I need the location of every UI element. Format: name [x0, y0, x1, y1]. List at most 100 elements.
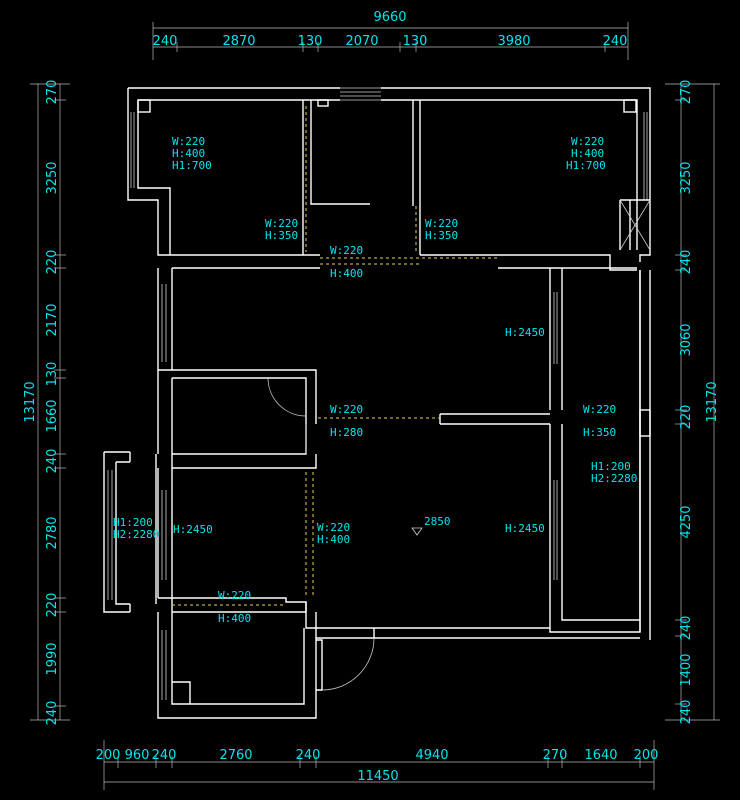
- bottom-room-step: [172, 681, 191, 704]
- right-column: [619, 199, 650, 250]
- right-seg-label: 4250: [679, 505, 694, 538]
- right-seg-label: 1400: [679, 653, 694, 686]
- opening-spec: W:220: [330, 403, 363, 416]
- left-seg-label: 1660: [45, 399, 60, 432]
- column: [639, 409, 651, 437]
- right-seg-label: 3060: [679, 323, 694, 356]
- left-bay: [103, 451, 130, 613]
- mid-horizontal-wall: [439, 413, 550, 425]
- bottom-room-walls: [157, 612, 317, 719]
- bottom-seg-label: 270: [543, 748, 568, 763]
- right-top-window: [643, 112, 648, 200]
- bottom-seg-label: 200: [634, 748, 659, 763]
- left-seg-label: 240: [45, 449, 60, 474]
- door-spec: H:350: [583, 426, 616, 439]
- entry-door-leaf: [316, 639, 323, 691]
- left-mid-window: [161, 284, 167, 362]
- left-bedroom-window: [161, 490, 167, 580]
- top-window: [340, 87, 381, 101]
- right-seg-label: 240: [679, 616, 694, 641]
- inner-wall-top: [138, 99, 638, 250]
- right-total-label: 13170: [705, 381, 720, 422]
- window-spec: H1:700: [566, 159, 606, 172]
- wall-band-top: [170, 254, 637, 271]
- door-spec: W:220: [265, 217, 298, 230]
- right-seg-label: 240: [679, 700, 694, 725]
- right-outer-wall: [639, 270, 651, 640]
- left-bedroom-wall: [157, 468, 173, 598]
- closet-door-swing: [267, 377, 307, 417]
- column: [317, 99, 329, 107]
- top-seg-label: 2070: [345, 34, 378, 49]
- outer-wall-top: [128, 87, 651, 262]
- left-seg-label: 270: [45, 80, 60, 105]
- window-spec: H1:700: [172, 159, 212, 172]
- walls: [103, 87, 651, 719]
- window-height: H:2450: [505, 522, 545, 535]
- left-seg-label: 220: [45, 593, 60, 618]
- left-seg-label: 130: [45, 362, 60, 387]
- left-bay-inner: [129, 452, 157, 612]
- left-seg-label: 3250: [45, 161, 60, 194]
- window-height: H:2450: [505, 326, 545, 339]
- right-interior-windows: [553, 292, 558, 580]
- door-spec: H:350: [425, 229, 458, 242]
- left-seg-label: 2780: [45, 516, 60, 549]
- right-seg-label: 270: [679, 80, 694, 105]
- window-spec: H2:2280: [591, 472, 637, 485]
- left-top-window: [130, 112, 135, 188]
- door-spec: W:220: [583, 403, 616, 416]
- band-mid-left: [171, 454, 317, 469]
- left-bay-window: [107, 470, 113, 600]
- left-seg-label: 2170: [45, 303, 60, 336]
- window-height: H:2450: [173, 523, 213, 536]
- outer-wall-left-top: [127, 88, 170, 256]
- top-partition-b: [412, 100, 421, 255]
- opening-spec: W:220: [330, 244, 363, 257]
- top-seg-label: 130: [403, 34, 428, 49]
- bottom-seg-label: 240: [152, 748, 177, 763]
- left-seg-label: 1990: [45, 642, 60, 675]
- column: [623, 99, 637, 113]
- bottom-total-label: 11450: [357, 769, 398, 784]
- door-spec: W:220: [425, 217, 458, 230]
- top-seg-label: 2870: [222, 34, 255, 49]
- opening-spec: H:400: [317, 533, 350, 546]
- dashed-openings: [172, 106, 498, 606]
- bottom-seg-label: 1640: [584, 748, 617, 763]
- left-seg-label: 240: [45, 701, 60, 726]
- opening-spec: W:220: [317, 521, 350, 534]
- column: [137, 99, 151, 113]
- top-partition-a: [302, 100, 370, 255]
- left-seg-label: 220: [45, 250, 60, 275]
- left-mid-wall: [157, 268, 173, 371]
- bottom-dimension-chain: 200 960 240 2760 240 4940 270 1640 200 1…: [96, 740, 659, 790]
- right-dimension-chain: 270 3250 240 3060 220 4250 240 1400 240 …: [665, 80, 720, 725]
- bottom-seg-label: 2760: [219, 748, 252, 763]
- top-dimension-chain: 9660 240 2870 130 2070 130 3980 240: [153, 10, 629, 60]
- level-marker-icon: [411, 527, 423, 536]
- inner-wall-left-top: [137, 100, 171, 255]
- left-dimension-chain: 270 3250 220 2170 130 1660 240 2780 220 …: [23, 80, 70, 726]
- window-spec: H:400: [571, 147, 604, 160]
- ceiling-height-label: 2850: [424, 515, 451, 528]
- right-room-walls: [549, 268, 641, 633]
- window-spec: H:400: [172, 147, 205, 160]
- opening-spec: H:280: [330, 426, 363, 439]
- top-seg-label: 240: [153, 34, 178, 49]
- opening-spec: H:400: [218, 612, 251, 625]
- top-total-label: 9660: [373, 10, 406, 25]
- annotations: W:220 H:400 H1:700 W:220 H:400 H1:700 W:…: [113, 135, 637, 625]
- door-spec: H:350: [265, 229, 298, 242]
- window-spec: H1:200: [591, 460, 631, 473]
- bottom-seg-label: 200: [96, 748, 121, 763]
- window-spec: H2:2280: [113, 528, 159, 541]
- window-spec: H1:200: [113, 516, 153, 529]
- top-seg-label: 3980: [497, 34, 530, 49]
- band-lower-left: [158, 597, 307, 613]
- bottom-room-window: [161, 630, 167, 700]
- closet-walls: [157, 369, 317, 455]
- right-seg-label: 220: [679, 405, 694, 430]
